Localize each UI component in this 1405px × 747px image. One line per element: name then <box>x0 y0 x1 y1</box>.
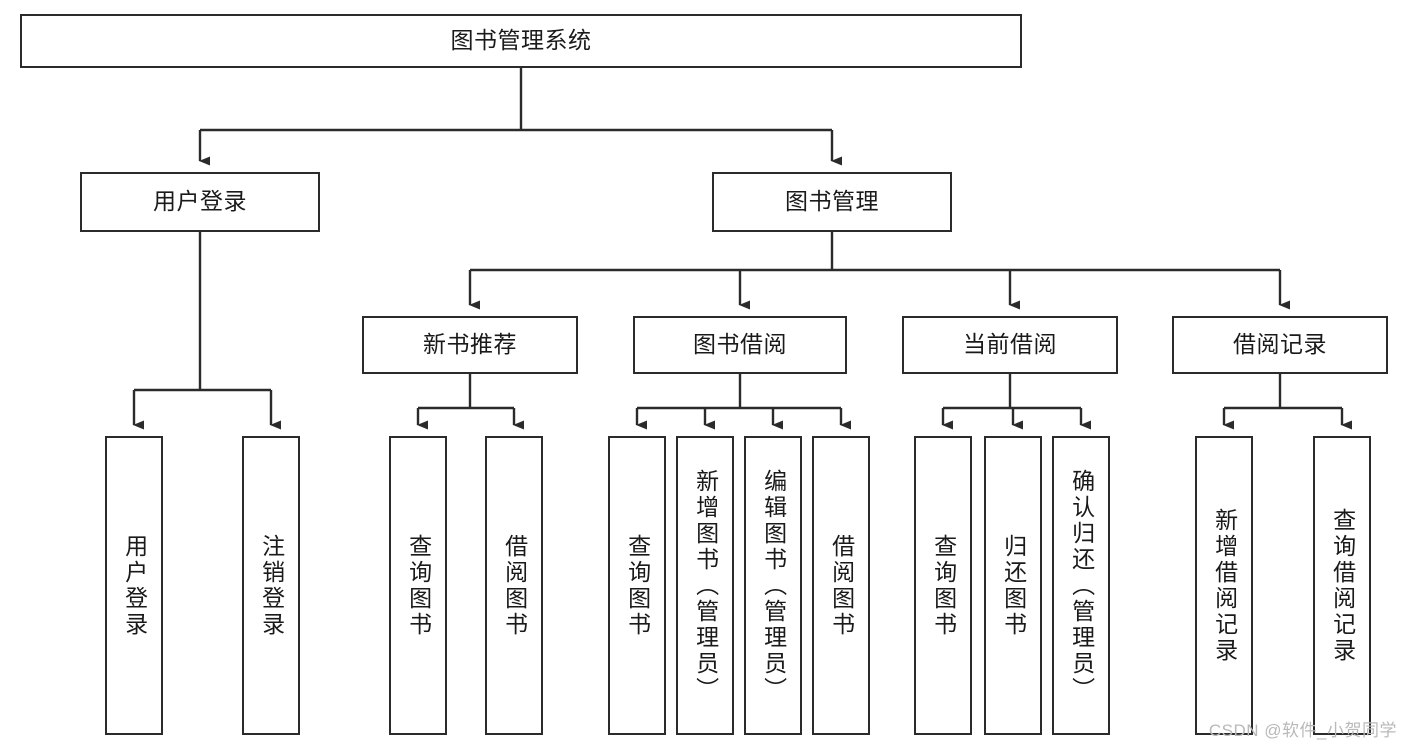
node-label: 新增借阅记录 <box>1211 507 1238 664</box>
node-label: 查询图书 <box>405 533 432 638</box>
node-label: 用户登录 <box>153 188 247 215</box>
node-label: 新书推荐 <box>423 331 517 358</box>
watermark-text: CSDN @软件_小贺同学 <box>1208 721 1397 740</box>
level3-node-3-借阅记录[interactable]: 借阅记录 <box>1172 316 1388 374</box>
level3-node-0-新书推荐[interactable]: 新书推荐 <box>362 316 578 374</box>
leaf-node-6-编辑图书-管理员[interactable]: 编辑图书（管理员） <box>744 436 802 735</box>
node-label: 借阅图书 <box>828 533 855 638</box>
level3-node-2-当前借阅[interactable]: 当前借阅 <box>902 316 1118 374</box>
node-label: 借阅记录 <box>1233 331 1327 358</box>
root-node-图书管理系统[interactable]: 图书管理系统 <box>20 14 1022 68</box>
node-label: 注销登录 <box>258 533 285 638</box>
node-label: 查询图书 <box>930 533 957 638</box>
leaf-node-11-新增借阅记录[interactable]: 新增借阅记录 <box>1195 436 1253 735</box>
level2-node-1-图书管理[interactable]: 图书管理 <box>712 172 952 232</box>
node-label: 借阅图书 <box>501 533 528 638</box>
node-label: 图书管理系统 <box>450 27 592 54</box>
leaf-node-5-新增图书-管理员[interactable]: 新增图书（管理员） <box>676 436 734 735</box>
node-label: 新增图书（管理员） <box>692 468 719 703</box>
level2-node-0-用户登录[interactable]: 用户登录 <box>80 172 320 232</box>
leaf-node-2-查询图书[interactable]: 查询图书 <box>389 436 447 735</box>
node-label: 图书借阅 <box>693 331 787 358</box>
leaf-node-1-注销登录[interactable]: 注销登录 <box>242 436 300 735</box>
leaf-node-3-借阅图书[interactable]: 借阅图书 <box>485 436 543 735</box>
leaf-node-8-查询图书[interactable]: 查询图书 <box>914 436 972 735</box>
node-label: 查询借阅记录 <box>1329 507 1356 664</box>
leaf-node-10-确认归还-管理员[interactable]: 确认归还（管理员） <box>1052 436 1110 735</box>
node-label: 确认归还（管理员） <box>1068 468 1095 703</box>
level3-node-1-图书借阅[interactable]: 图书借阅 <box>633 316 847 374</box>
leaf-node-9-归还图书[interactable]: 归还图书 <box>984 436 1042 735</box>
node-label: 查询图书 <box>624 533 651 638</box>
node-label: 编辑图书（管理员） <box>760 468 787 703</box>
node-label: 用户登录 <box>121 533 148 638</box>
leaf-node-0-用户登录[interactable]: 用户登录 <box>105 436 163 735</box>
node-label: 当前借阅 <box>963 331 1057 358</box>
leaf-node-7-借阅图书[interactable]: 借阅图书 <box>812 436 870 735</box>
node-label: 图书管理 <box>785 188 879 215</box>
node-label: 归还图书 <box>1000 533 1027 638</box>
leaf-node-4-查询图书[interactable]: 查询图书 <box>608 436 666 735</box>
leaf-node-12-查询借阅记录[interactable]: 查询借阅记录 <box>1313 436 1371 735</box>
